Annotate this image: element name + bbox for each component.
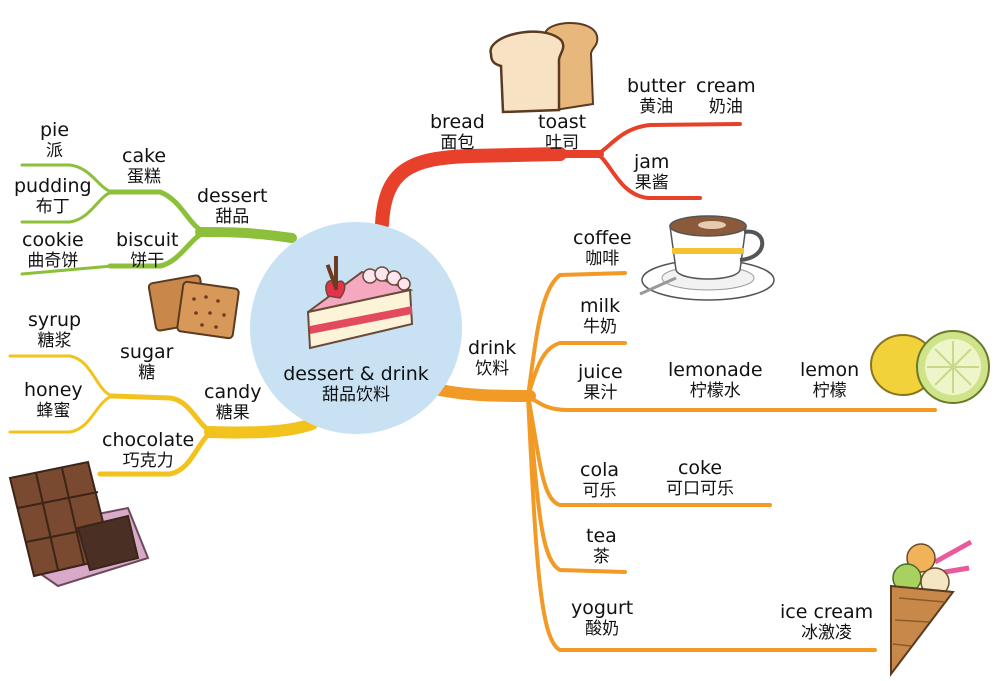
chocolate-bar-icon: [8, 460, 150, 588]
lemon-icon: [870, 330, 990, 404]
node-butter: butter 黄油: [627, 75, 686, 117]
node-toast: toast 吐司: [538, 111, 587, 153]
node-yogurt: yogurt 酸奶: [571, 597, 634, 639]
node-cola: cola 可乐: [580, 459, 619, 501]
center-node: dessert & drink 甜品饮料: [250, 222, 462, 434]
node-pudding: pudding 布丁: [14, 175, 92, 217]
node-honey: honey 蜂蜜: [24, 379, 83, 421]
node-bread: bread 面包: [430, 111, 485, 153]
node-candy: candy 糖果: [204, 381, 262, 423]
node-cookie: cookie 曲奇饼: [22, 229, 84, 271]
node-sugar: sugar 糖: [120, 341, 174, 383]
node-drink: drink 饮料: [468, 337, 517, 379]
node-pie: pie 派: [40, 119, 70, 161]
ice-cream-cone-icon: [890, 539, 973, 677]
cake-slice-icon: [306, 256, 414, 350]
node-tea: tea 茶: [586, 525, 617, 567]
center-label-zh: 甜品饮料: [322, 384, 390, 405]
node-milk: milk 牛奶: [580, 295, 621, 337]
node-biscuit: biscuit 饼干: [116, 229, 179, 271]
bread-icon: [489, 22, 599, 114]
node-cake: cake 蛋糕: [122, 145, 167, 187]
node-jam: jam 果酱: [634, 151, 670, 193]
node-coffee: coffee 咖啡: [573, 227, 632, 269]
coffee-cup-icon: [639, 215, 775, 301]
node-dessert: dessert 甜品: [197, 185, 268, 227]
biscuit-icon: [147, 274, 240, 340]
node-syrup: syrup 糖浆: [28, 309, 82, 351]
node-chocolate: chocolate 巧克力: [102, 429, 195, 471]
node-coke: coke 可口可乐: [666, 457, 734, 499]
dessert-branch: [20, 163, 297, 276]
node-ice-cream: ice cream 冰激凌: [780, 601, 874, 643]
node-cream: cream 奶油: [696, 75, 756, 117]
bread-branch: [375, 122, 742, 231]
node-juice: juice 果汁: [578, 361, 623, 403]
center-label-en: dessert & drink: [283, 363, 429, 385]
drink-branch: [434, 271, 937, 652]
candy-branch: [8, 354, 318, 477]
node-lemon: lemon 柠檬: [800, 359, 860, 401]
node-lemonade: lemonade 柠檬水: [668, 359, 763, 401]
